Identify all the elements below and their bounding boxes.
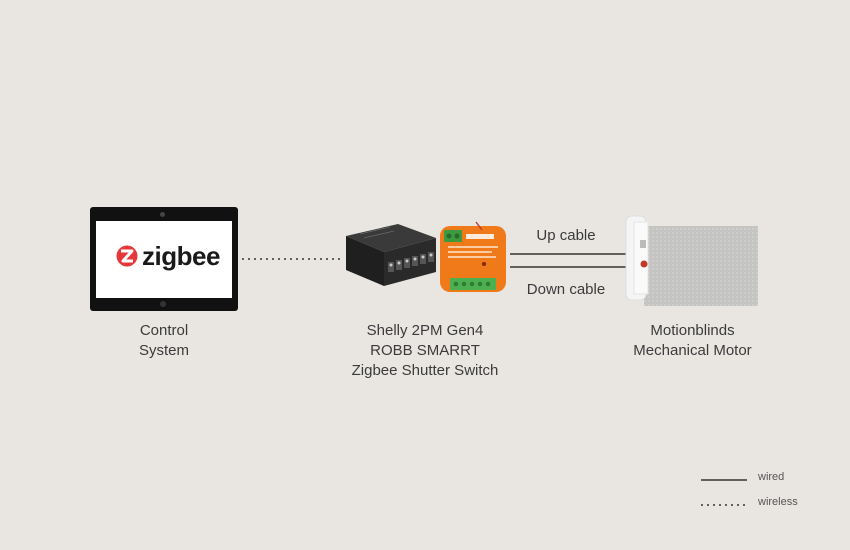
control-system-label: Control System xyxy=(104,321,224,361)
robb-smarrt-device-icon xyxy=(440,221,506,292)
control-system-tablet: zigbee xyxy=(90,207,238,311)
switch-label-line-3: Zigbee Shutter Switch xyxy=(351,362,499,379)
zigbee-logo-icon xyxy=(116,245,138,267)
control-system-label-line-2: System xyxy=(138,342,189,359)
motor-label: Motionblinds Mechanical Motor xyxy=(615,321,770,361)
up-cable-label: Up cable xyxy=(536,227,596,244)
legend-wireless-label: wireless xyxy=(758,496,798,508)
zigbee-brand-text: zigbee xyxy=(142,241,220,271)
home-button-icon xyxy=(160,301,166,307)
motor-label-line-2: Mechanical Motor xyxy=(633,342,752,359)
motionblinds-motor-icon xyxy=(625,215,758,306)
legend-wired-label: wired xyxy=(758,471,785,483)
down-cable-label: Down cable xyxy=(526,281,606,298)
camera-dot xyxy=(160,212,165,217)
switch-label: Shelly 2PM Gen4 ROBB SMARRT Zigbee Shutt… xyxy=(330,321,520,381)
motor-label-line-1: Motionblinds xyxy=(650,322,735,339)
control-system-label-line-1: Control xyxy=(139,322,189,339)
shelly-2pm-device-icon xyxy=(346,224,436,286)
switch-label-line-1: Shelly 2PM Gen4 xyxy=(366,322,484,339)
tablet-screen: zigbee xyxy=(96,221,232,298)
switch-label-line-2: ROBB SMARRT xyxy=(370,342,480,359)
